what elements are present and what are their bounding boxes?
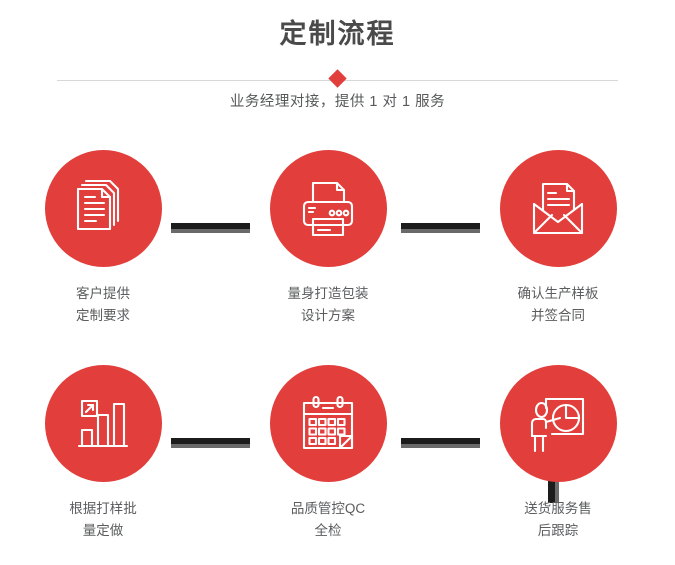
page-subtitle: 业务经理对接，提供 1 对 1 服务 [229,94,446,110]
flow-connector-2 [401,223,480,233]
connector-bar-shadow [171,229,250,233]
flow-step-5-label: 品质管控QC 全检 [290,501,366,538]
bar-chart-growth-icon [77,399,129,447]
flow-connector-4 [401,438,480,448]
title-divider [57,69,618,90]
flow-step-3-badge [499,150,617,267]
diamond-icon [328,69,347,88]
connector-bar-shadow [401,229,480,233]
flow-step-2-label: 量身打造包装 设计方案 [287,286,369,323]
process-flow: 客户提供 定制要求 [0,140,675,550]
connector-bar-dark [548,465,555,503]
flow-step-3-label: 确认生产样板 并签合同 [517,286,599,323]
page-title: 定制流程 [279,19,396,49]
connector-bar-shadow [171,444,250,448]
documents-icon [76,179,120,230]
printer-icon [302,181,354,236]
connector-bar-dark [401,223,480,229]
connector-bar-dark [171,223,250,229]
flow-step-4-badge [44,365,162,482]
connector-bar-shadow [401,444,480,448]
flow-connector-3 [171,438,250,448]
flow-row-1: 客户提供 定制要求 [0,150,675,345]
flow-step-5-badge [269,365,387,482]
flow-step-6[interactable]: 送货服务售 后跟踪 [463,365,653,565]
connector-bar-dark [171,438,250,444]
flow-step-2-badge [269,150,387,267]
calendar-icon [302,395,354,449]
flow-step-6-badge [499,365,617,482]
connector-bar-shadow [555,465,559,503]
flow-step-3[interactable]: 确认生产样板 并签合同 [463,150,653,350]
flow-step-4[interactable]: 根据打样批 量定做 [8,365,198,565]
flow-step-6-label: 送货服务售 后跟踪 [524,501,592,538]
flow-step-1-label: 客户提供 定制要求 [76,286,130,323]
flow-step-1-badge [44,150,162,267]
flow-connector-vertical [548,465,559,503]
header: 定制流程 业务经理对接，提供 1 对 1 服务 [0,0,675,130]
envelope-letter-icon [532,182,584,234]
flow-row-2: 根据打样批 量定做 [0,365,675,560]
connector-bar-dark [401,438,480,444]
presentation-pie-chart-icon [530,397,585,452]
flow-step-1[interactable]: 客户提供 定制要求 [8,150,198,350]
flow-step-2[interactable]: 量身打造包装 设计方案 [233,150,423,350]
flow-step-4-label: 根据打样批 量定做 [69,501,137,538]
flow-step-5[interactable]: 品质管控QC 全检 [233,365,423,565]
flow-connector-1 [171,223,250,233]
